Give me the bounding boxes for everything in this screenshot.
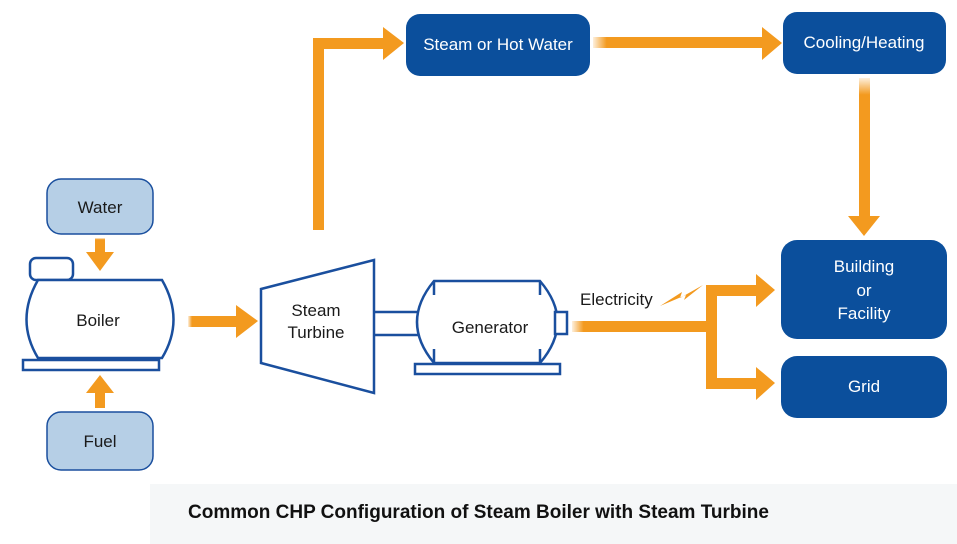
arrow-boiler-to-turbine	[188, 305, 258, 338]
arrow-steam-to-cooling	[593, 27, 782, 60]
building-label-line3: Facility	[838, 304, 891, 323]
turbine-label-line1: Steam	[291, 301, 340, 320]
diagram-caption: Common CHP Configuration of Steam Boiler…	[188, 502, 769, 523]
cooling-heating-node: Cooling/Heating	[783, 12, 946, 74]
boiler-node: Boiler	[21, 256, 175, 372]
grid-label: Grid	[848, 377, 880, 396]
building-label-line2: or	[856, 281, 871, 300]
steam-turbine-node: Steam Turbine	[259, 258, 376, 395]
lightning-bolt-icon	[660, 285, 703, 306]
arrow-fuel-to-boiler	[86, 375, 114, 408]
water-node: Water	[46, 178, 154, 235]
fuel-label: Fuel	[83, 432, 116, 451]
cooling-heating-label: Cooling/Heating	[804, 33, 925, 52]
steam-or-hot-water-node: Steam or Hot Water	[406, 14, 590, 76]
building-facility-node: Building or Facility	[781, 240, 947, 339]
caption-background	[150, 484, 957, 544]
water-label: Water	[78, 198, 123, 217]
building-label-line1: Building	[834, 257, 895, 276]
arrow-water-to-boiler	[86, 238, 114, 271]
arrow-cooling-to-building	[848, 78, 880, 236]
grid-node: Grid	[781, 356, 947, 418]
arrow-turbine-to-steam	[313, 27, 404, 230]
boiler-label: Boiler	[76, 311, 120, 330]
steam-or-hot-water-label: Steam or Hot Water	[423, 35, 573, 54]
fuel-node: Fuel	[46, 411, 154, 471]
generator-label: Generator	[452, 318, 529, 337]
turbine-label-line2: Turbine	[287, 323, 344, 342]
electricity-label: Electricity	[580, 290, 653, 309]
arrow-generator-to-building-and-grid	[572, 274, 775, 400]
shaft	[374, 310, 420, 337]
generator-node: Generator	[413, 279, 569, 376]
